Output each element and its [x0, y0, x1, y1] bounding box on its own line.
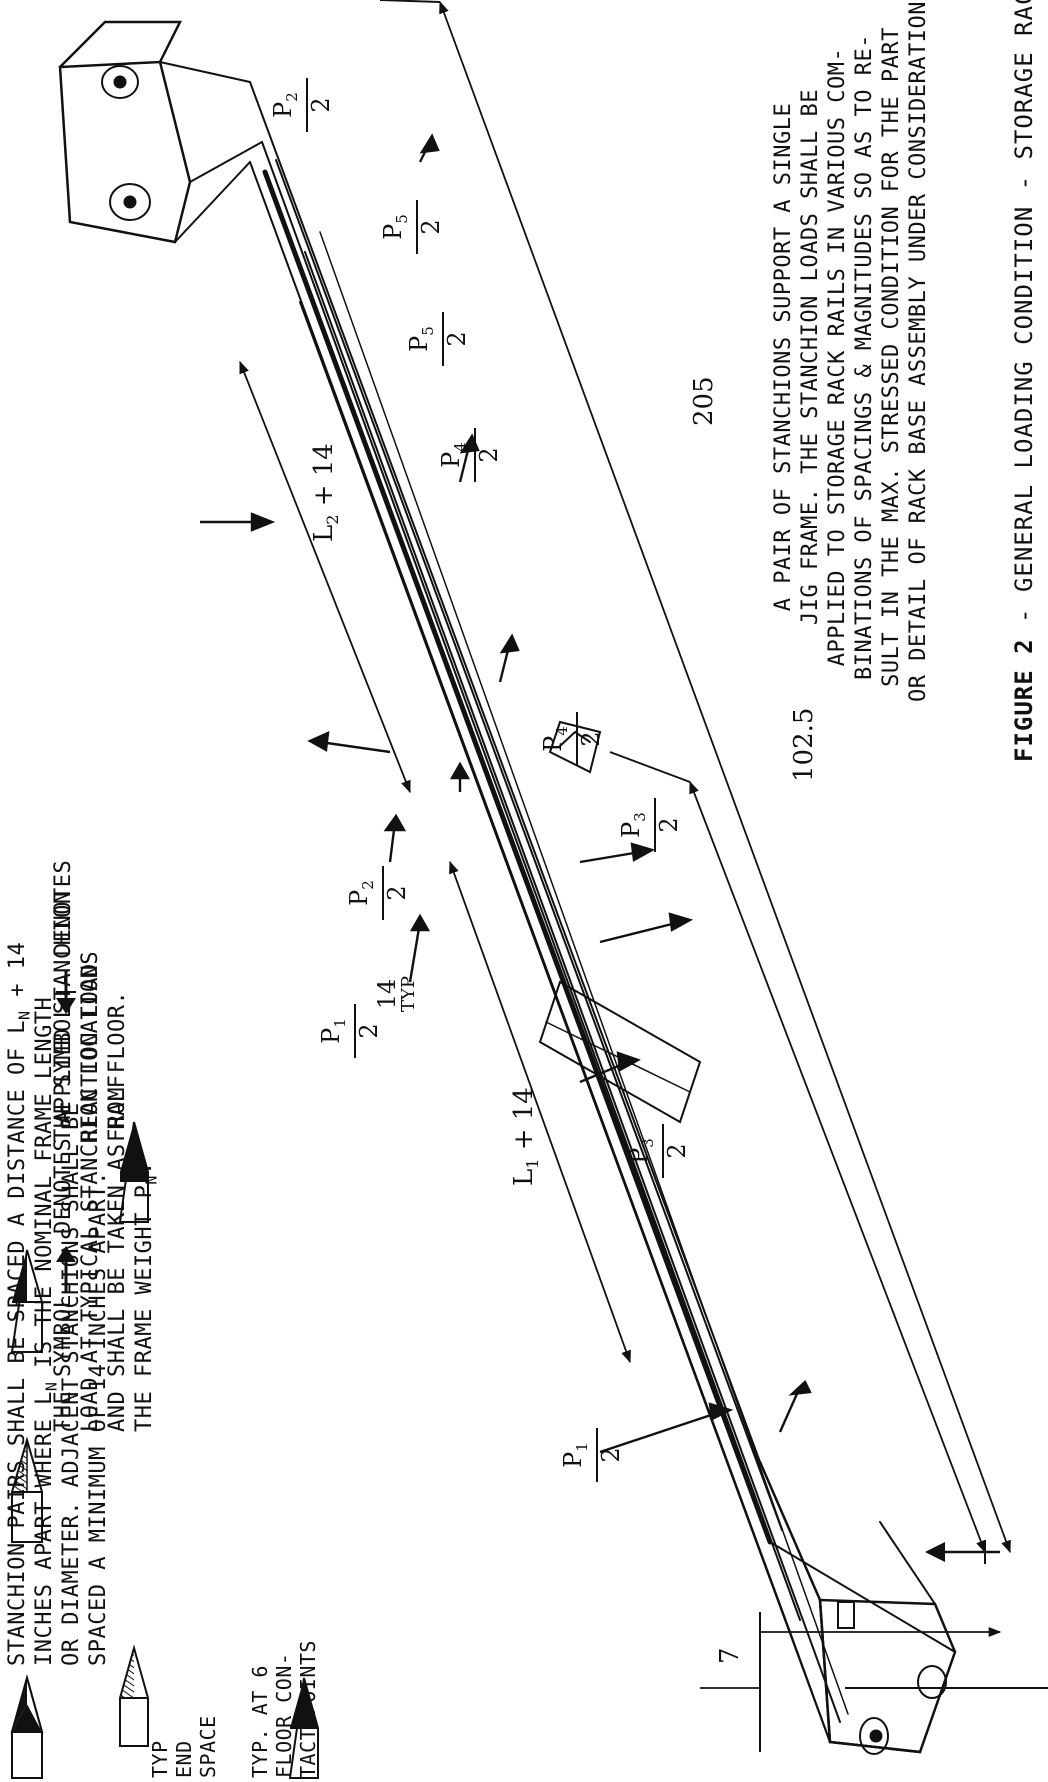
contact-points-label: TYP. AT 6 FLOOR CON- TACT POINTS [248, 1640, 320, 1778]
description-note: A PAIR OF STANCHIONS SUPPORT A SINGLE JI… [771, 0, 931, 702]
note3-line3: FROM FLOOR. [105, 990, 130, 1142]
floor-reaction-arrow [925, 1540, 1000, 1564]
note3-line1: THE SYMBOL [51, 1004, 76, 1142]
dimension-lines [239, 0, 1048, 1752]
note2-line4: THE FRAME WEIGHT PN. [132, 1161, 161, 1432]
end-space-label: TYP END SPACE [148, 1715, 220, 1778]
note2-line1: THE SYMBOL [51, 1294, 76, 1432]
dim-l2-plus-14: L2 + 14 [309, 443, 343, 542]
dim-overall-205: 205 [689, 376, 719, 426]
figure-caption: FIGURE 2 - GENERAL LOADING CONDITION - S… [1010, 0, 1038, 762]
dim-half-102-5: 102.5 [789, 707, 819, 782]
legend-arrow-up [56, 970, 76, 1014]
dim-end-space: 7 [715, 1647, 745, 1664]
dim-l1-plus-14: L1 + 14 [509, 1087, 543, 1186]
legend-symbol-reaction-black [10, 1674, 44, 1779]
note3-line1b: DENOTES [51, 859, 76, 956]
legend-symbol-hatched-small [119, 1644, 149, 1747]
note3-line2: REACTION LOAD [78, 963, 103, 1142]
legend-arrow-down [56, 1246, 76, 1292]
legend-symbol-contact-points [288, 1677, 319, 1779]
legend-symbol-applied-hatched [11, 1436, 43, 1543]
load-arrows [200, 133, 812, 1454]
dim-min-14-typ: 14 TYP [373, 976, 419, 1012]
legend-symbol-reaction-floor [10, 1249, 43, 1353]
legend-symbol-black-small [118, 1121, 149, 1223]
